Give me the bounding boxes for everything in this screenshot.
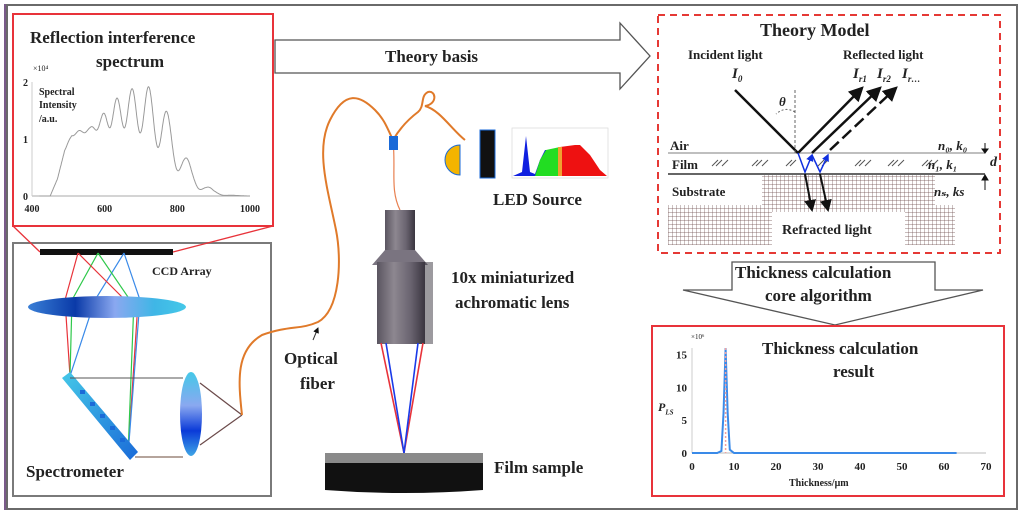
result-y-tick: 0 bbox=[682, 448, 688, 460]
spectrum-ylabel-line3: /a.u. bbox=[39, 114, 58, 125]
result-x-tick: 30 bbox=[813, 461, 825, 473]
spectrometer-lens-horizontal bbox=[28, 296, 186, 318]
led-spectrum-icon bbox=[511, 127, 609, 179]
result-y-tick: 5 bbox=[682, 415, 688, 427]
figure-frame bbox=[6, 4, 1018, 510]
fiber-pointer-arrow bbox=[312, 327, 319, 341]
film-layer bbox=[325, 453, 483, 463]
result-panel bbox=[651, 325, 1005, 497]
angle-arc bbox=[775, 108, 796, 115]
focusing-beams bbox=[380, 342, 424, 454]
result-x-tick: 70 bbox=[981, 461, 993, 473]
i0-label: I0 bbox=[732, 66, 743, 84]
result-y-multiplier: ×10⁶ bbox=[691, 333, 705, 341]
spectrum-ylabel-line1: Spectral bbox=[39, 87, 75, 98]
spectrum-x-tick: 400 bbox=[25, 204, 40, 215]
result-title-line2: result bbox=[833, 362, 875, 381]
spectrum-ylabel-line2: Intensity bbox=[39, 100, 77, 111]
spectrum-x-tick: 800 bbox=[170, 204, 185, 215]
spectrum-y-tick: 1 bbox=[23, 135, 28, 146]
spectrum-title-line2: spectrum bbox=[96, 52, 164, 71]
algorithm-arrow bbox=[682, 261, 984, 326]
theory-basis-label: Theory basis bbox=[385, 47, 479, 66]
theory-model-title: Theory Model bbox=[760, 20, 870, 40]
fiber-branch bbox=[392, 139, 401, 211]
reflected-light-label: Reflected light bbox=[843, 47, 924, 62]
result-y-tick: 10 bbox=[676, 382, 688, 394]
focus-line-top bbox=[199, 382, 243, 416]
spectrum-x-tick: 1000 bbox=[240, 204, 260, 215]
film-label: Film bbox=[672, 157, 698, 172]
spectrum-x-tick: 600 bbox=[97, 204, 112, 215]
ir1-label: Ir1 bbox=[853, 66, 867, 84]
spectrometer-label: Spectrometer bbox=[26, 462, 124, 481]
fiber-label-line1: Optical bbox=[284, 349, 338, 368]
focus-line-bottom bbox=[199, 414, 243, 446]
spectrum-chart: 400 600 800 1000 0 1 2 bbox=[23, 78, 260, 215]
result-x-tick: 10 bbox=[729, 461, 741, 473]
led-source-label: LED Source bbox=[493, 190, 582, 209]
nsks-label: nₛ, ks bbox=[934, 184, 965, 199]
ir2-label: Ir2 bbox=[877, 66, 891, 84]
irn-label: Ir… bbox=[902, 66, 921, 84]
result-x-tick: 0 bbox=[689, 461, 695, 473]
substrate-label: Substrate bbox=[672, 184, 726, 199]
result-x-tick: 20 bbox=[771, 461, 783, 473]
sample-substrate bbox=[325, 463, 483, 493]
algorithm-line2: core algorithm bbox=[765, 286, 872, 305]
objective-lens bbox=[372, 210, 433, 344]
zoom-line-right bbox=[172, 225, 274, 253]
ccd-array-label: CCD Array bbox=[152, 264, 212, 278]
led-housing bbox=[479, 129, 496, 179]
reflected-ray-n bbox=[829, 86, 898, 151]
spectrum-y-tick: 2 bbox=[23, 78, 28, 89]
theory-basis-arrow bbox=[274, 21, 651, 91]
zoom-line-left bbox=[12, 225, 41, 253]
spectrum-line bbox=[39, 86, 250, 197]
result-chart: 0 10 20 30 40 50 60 70 0 5 10 15 bbox=[676, 347, 993, 473]
refracted-ray-1 bbox=[804, 173, 816, 212]
internal-reflections bbox=[797, 152, 829, 175]
result-x-tick: 40 bbox=[855, 461, 867, 473]
result-line bbox=[692, 347, 957, 454]
grating-teeth bbox=[80, 390, 125, 442]
algorithm-line1: Thickness calculation bbox=[735, 263, 892, 282]
ccd-array bbox=[40, 249, 173, 255]
film-sample-label: Film sample bbox=[494, 458, 584, 477]
led-bulb bbox=[444, 144, 461, 176]
result-title-line1: Thickness calculation bbox=[762, 339, 919, 358]
n1k1-label: n₁, k₁ bbox=[928, 157, 958, 172]
result-ylabel: PLS bbox=[658, 400, 674, 417]
result-y-tick: 15 bbox=[676, 350, 688, 362]
spectrometer-box bbox=[12, 242, 272, 497]
reflected-ray-1 bbox=[797, 86, 864, 154]
d-label: d bbox=[990, 155, 997, 170]
air-label: Air bbox=[670, 138, 689, 153]
lens-label-line2: achromatic lens bbox=[455, 293, 570, 312]
result-xlabel: Thickness/μm bbox=[789, 478, 849, 489]
n0k0-label: n₀, k₀ bbox=[938, 138, 968, 153]
incident-light-label: Incident light bbox=[688, 47, 763, 62]
spectrum-panel bbox=[12, 13, 274, 227]
spectrum-title-line1: Reflection interference bbox=[30, 28, 196, 47]
thickness-marker bbox=[981, 143, 989, 190]
refracted-ray-2 bbox=[819, 173, 832, 212]
spectrometer-lens-vertical bbox=[180, 372, 202, 456]
optical-fiber bbox=[238, 90, 466, 416]
fiber-coupler bbox=[389, 136, 398, 150]
theta-label: θ bbox=[779, 94, 786, 109]
refracted-light-label: Refracted light bbox=[782, 223, 872, 238]
spectrum-y-multiplier: ×10⁴ bbox=[33, 64, 49, 73]
fiber-label-line2: fiber bbox=[300, 374, 335, 393]
result-x-tick: 50 bbox=[897, 461, 909, 473]
result-x-tick: 60 bbox=[939, 461, 951, 473]
lens-label-line1: 10x miniaturized bbox=[451, 268, 575, 287]
reflected-ray-2 bbox=[811, 86, 882, 154]
incident-ray bbox=[734, 89, 799, 154]
spectrum-y-tick: 0 bbox=[23, 192, 28, 203]
